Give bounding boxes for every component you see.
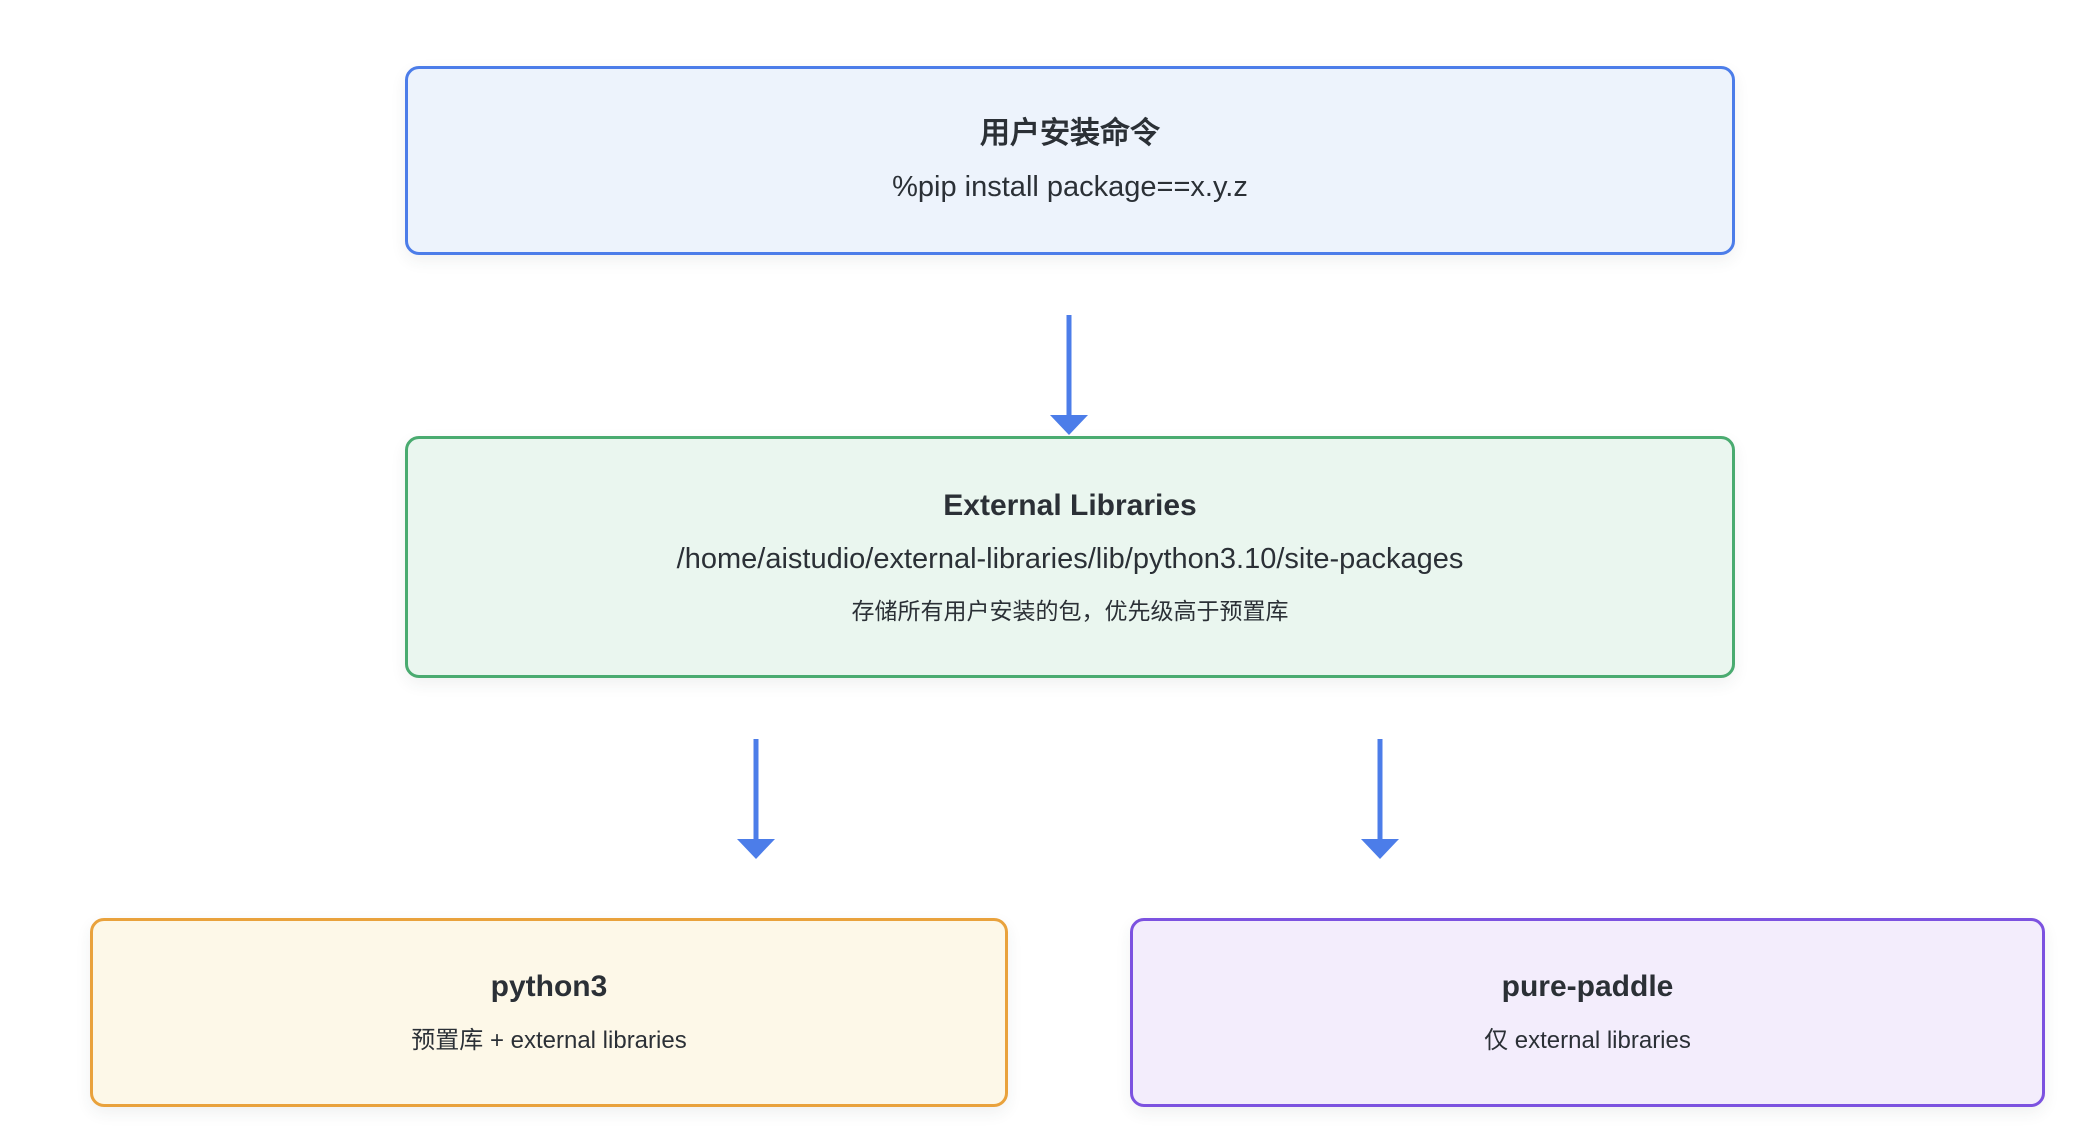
node-title: External Libraries [943, 489, 1197, 522]
arrow-down-icon [737, 739, 775, 859]
node-subtitle: 预置库 + external libraries [411, 1026, 687, 1054]
node-python3: python3 预置库 + external libraries [90, 918, 1008, 1107]
node-path-text: /home/aistudio/external-libraries/lib/py… [676, 543, 1464, 575]
node-external-libraries: External Libraries /home/aistudio/extern… [405, 436, 1735, 678]
node-pure-paddle: pure-paddle 仅 external libraries [1130, 918, 2045, 1107]
node-title: 用户安装命令 [980, 117, 1160, 150]
node-command-text: %pip install package==x.y.z [892, 171, 1248, 203]
node-title: pure-paddle [1501, 969, 1674, 1003]
node-title: python3 [490, 969, 608, 1003]
node-install-command: 用户安装命令 %pip install package==x.y.z [405, 66, 1735, 255]
node-subtitle: 仅 external libraries [1484, 1026, 1691, 1054]
arrow-down-icon [1050, 315, 1088, 435]
arrow-down-icon [1361, 739, 1399, 859]
node-note-text: 存储所有用户安装的包，优先级高于预置库 [851, 598, 1289, 624]
